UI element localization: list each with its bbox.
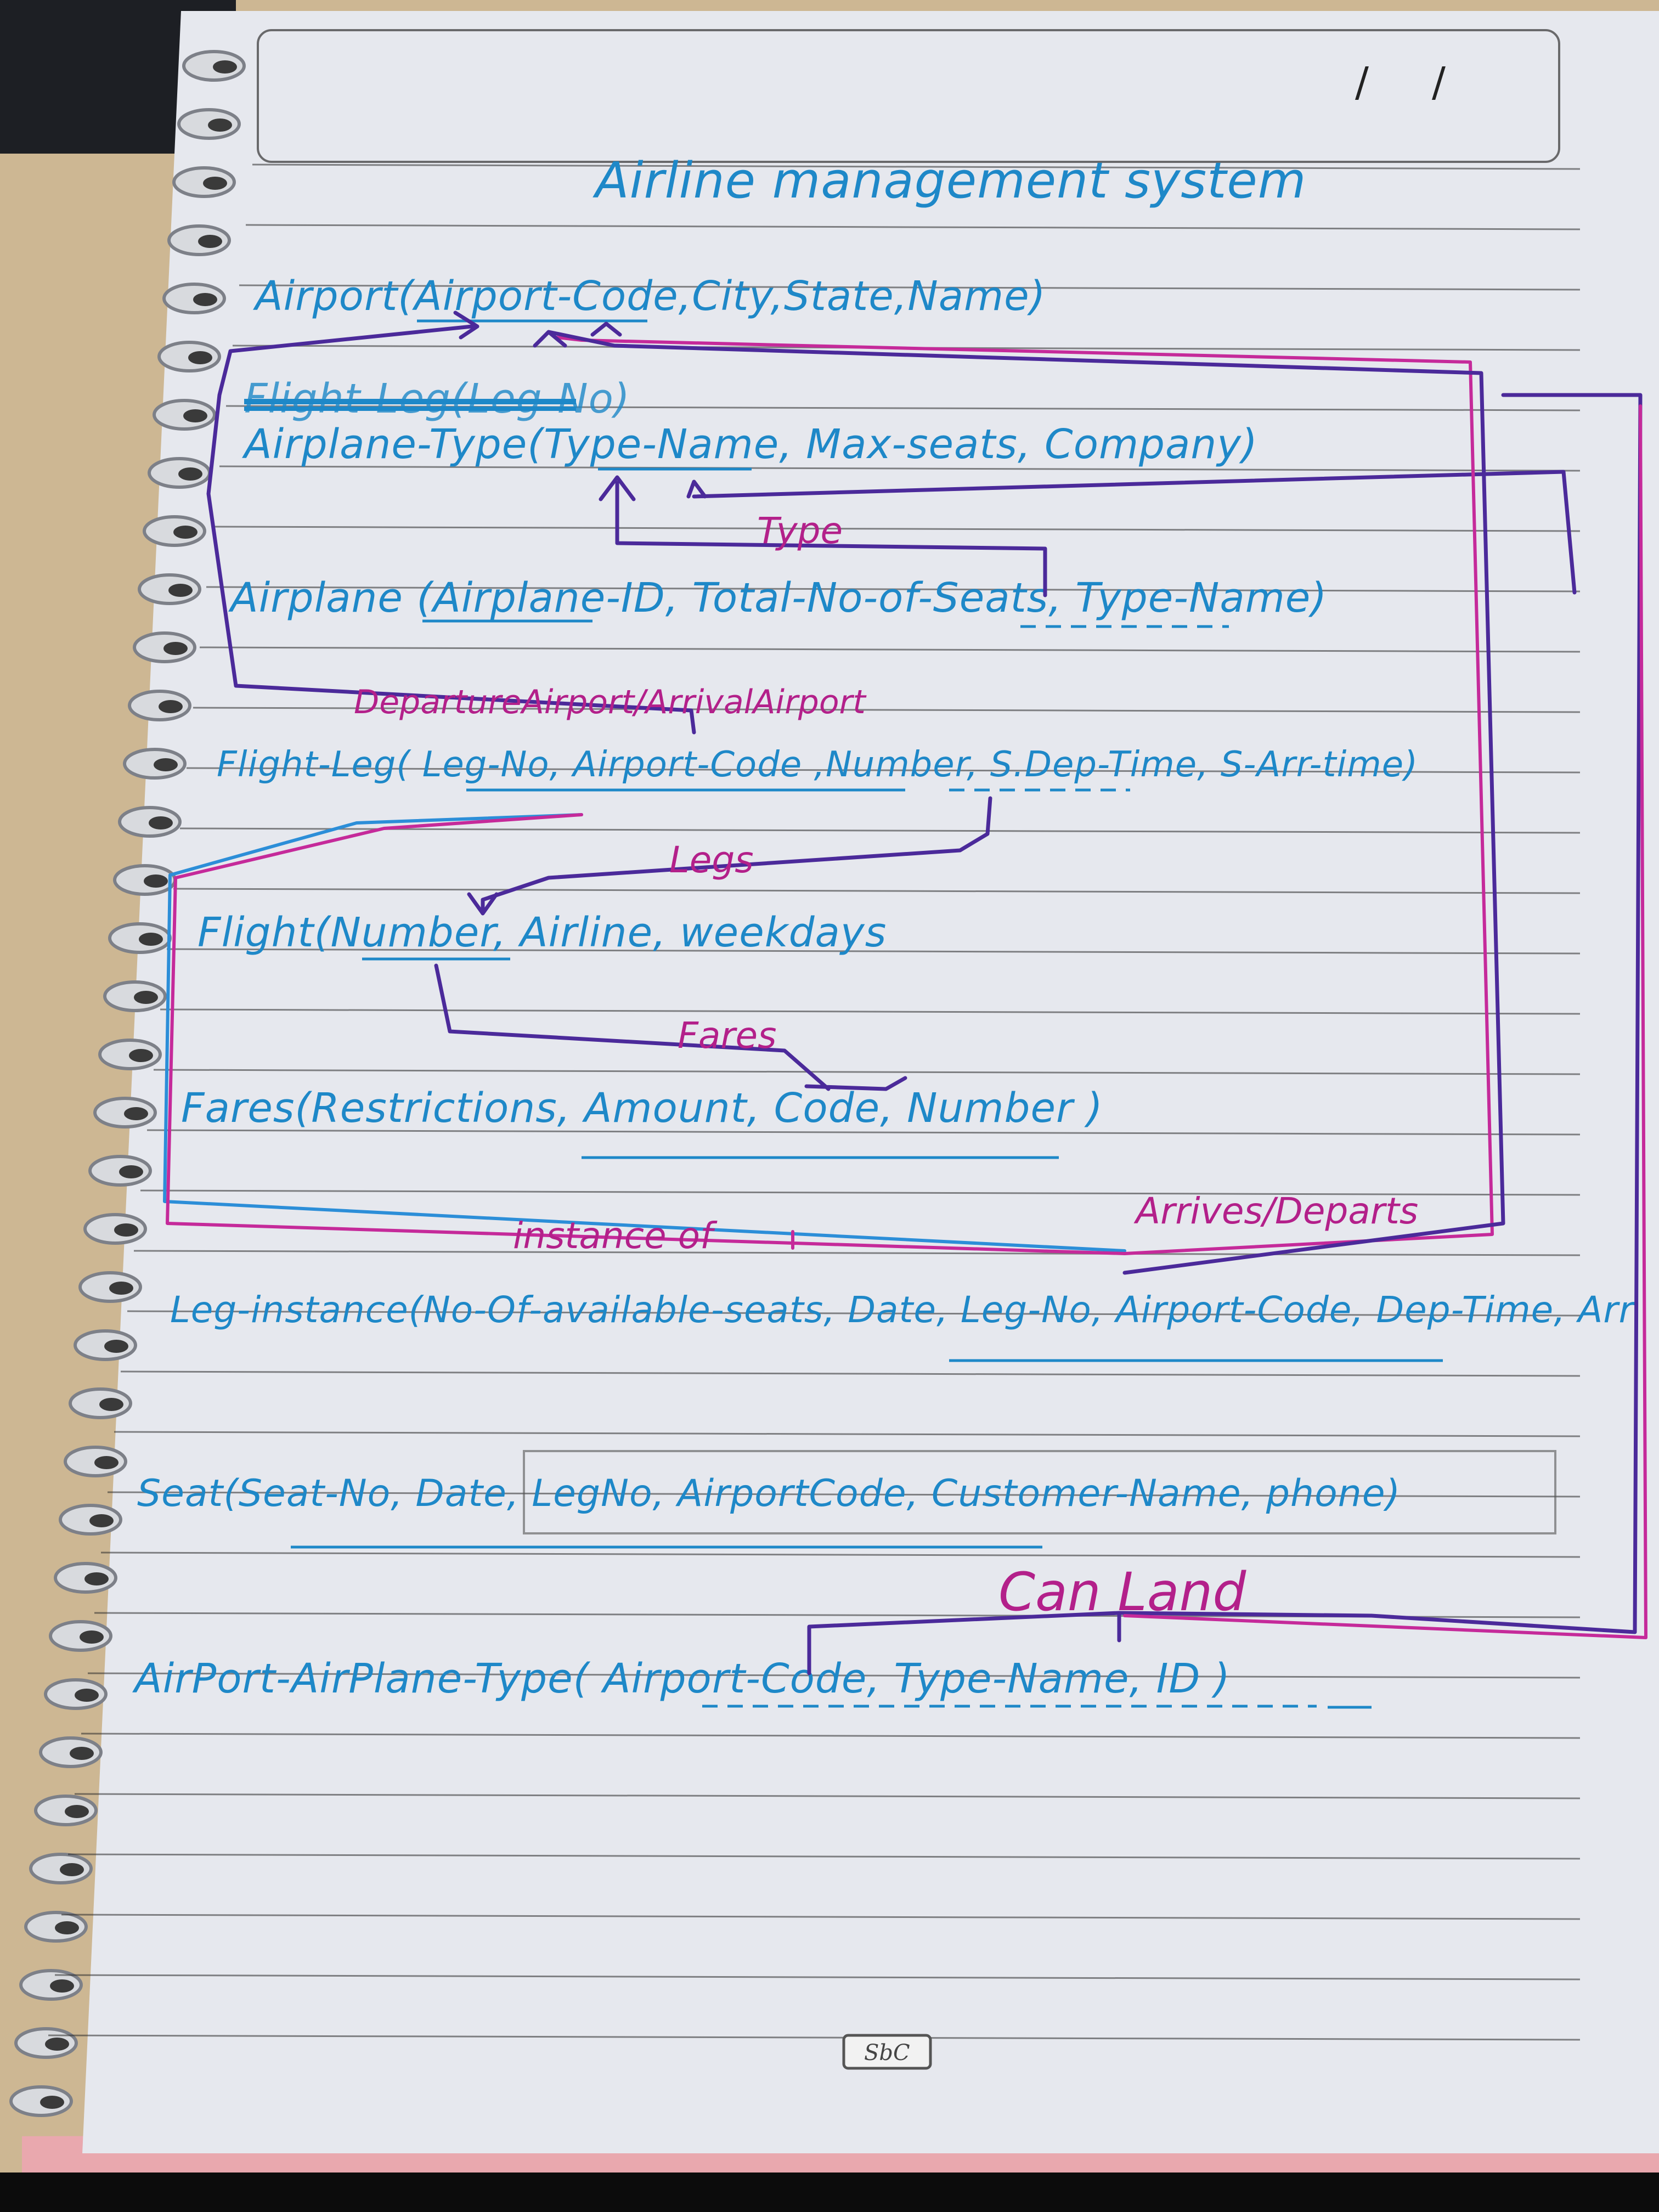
page-title: Airline management system (592, 152, 1306, 210)
ruled-line (120, 1370, 1581, 1377)
label-legs: Legs (669, 839, 754, 881)
label-type: Type (757, 510, 843, 552)
header-box (257, 29, 1560, 163)
label-arrives-departs: Arrives/Departs (1133, 1190, 1418, 1232)
ruled-line (107, 1491, 1581, 1498)
dark-bottom-edge (0, 2172, 1659, 2212)
ruled-line (114, 1431, 1581, 1437)
ruled-line (173, 888, 1581, 894)
ruled-line (87, 1672, 1581, 1679)
ruled-lines (48, 163, 1581, 2041)
date-slash-2: / (1432, 59, 1446, 106)
label-can-land: Can Land (998, 1561, 1246, 1623)
ruled-line (179, 827, 1581, 834)
ruled-line (61, 1914, 1581, 1920)
arrow-can-land (807, 393, 1643, 1675)
date-slash-1: / (1355, 59, 1369, 106)
ruled-line (212, 526, 1581, 532)
ruled-line (100, 1551, 1581, 1558)
ruled-line (245, 224, 1581, 230)
ruled-line (239, 284, 1581, 291)
relation-flight: Flight(Number, Airline, weekdays (198, 909, 887, 956)
ruled-line (67, 1853, 1581, 1860)
arrow-fares (434, 963, 907, 1091)
ruled-line (186, 767, 1581, 774)
arrow-type (599, 475, 1047, 597)
arrow-can-land-type (686, 470, 1577, 595)
label-departure-arrival: DepartureAirport/ArrivalAirport (354, 683, 867, 721)
relation-fares: Fares(Restrictions, Amount, Code, Number… (181, 1085, 1103, 1132)
ruled-line (193, 707, 1581, 713)
label-fares: Fares (678, 1014, 777, 1057)
arrow-departure-arrival (206, 311, 696, 735)
ruled-line (166, 948, 1581, 955)
ruled-line (127, 1310, 1581, 1317)
ruled-line (160, 1008, 1581, 1015)
arrow-instance-of-blue (163, 813, 1126, 1252)
ruled-line (153, 1069, 1581, 1075)
relation-seat: Seat(Seat-No, Date, LegNo, AirportCode, … (137, 1472, 1401, 1515)
relation-airport: Airport(Airport-Code,City,State,Name) (253, 273, 1046, 320)
relation-leg-instance: Leg-instance(No-Of-available-seats, Date… (170, 1289, 1635, 1331)
ruled-line (146, 1129, 1581, 1136)
arrow-arrives-departs-purple (533, 321, 1505, 1275)
ruled-line (206, 586, 1581, 592)
ruled-line (140, 1189, 1581, 1196)
label-instance-of: instance of (513, 1215, 718, 1257)
arrow-legs (467, 796, 992, 916)
ruled-line (81, 1733, 1581, 1739)
brand-logo: SbC (842, 2034, 932, 2070)
ruled-line (74, 1793, 1581, 1799)
seat-bracket (523, 1450, 1556, 1534)
ruled-line (219, 465, 1581, 472)
relation-airport-airplane-type: AirPort-AirPlane-Type( Airport-Code, Typ… (132, 1655, 1231, 1702)
arrow-can-land-pink (1123, 404, 1647, 1639)
ruled-line (48, 2034, 1581, 2041)
ruled-line (199, 646, 1581, 653)
brand-text: SbC (864, 2040, 910, 2066)
arrow-instance-of-pink (166, 813, 1126, 1255)
ruled-line (133, 1250, 1581, 1256)
ruled-line (54, 1974, 1581, 1980)
relation-flight-leg: Flight-Leg( Leg-No, Airport-Code ,Number… (217, 744, 1418, 785)
relation-airplane-type: Airplane-Type(Type-Name, Max-seats, Comp… (242, 421, 1258, 468)
relation-airplane: Airplane (Airplane-ID, Total-No-of-Seats… (228, 574, 1327, 622)
ruled-line (252, 163, 1581, 170)
